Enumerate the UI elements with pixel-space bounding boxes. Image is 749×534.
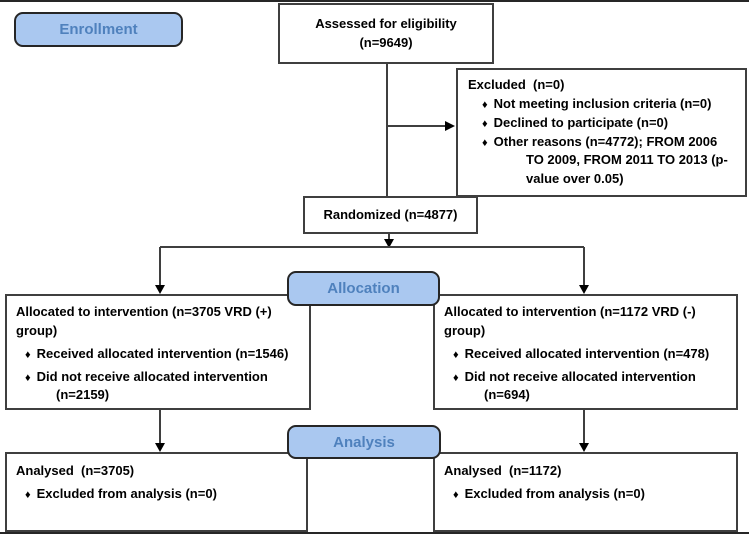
analysis-left-bullet-item: ♦ Excluded from analysis (n=0) — [16, 485, 297, 504]
excluded-bullet-item: ♦ Declined to participate (n=0) — [468, 114, 731, 133]
allocation-left-box: Allocated to intervention (n=3705 VRD (+… — [5, 294, 311, 410]
bullet-diamond-icon: ♦ — [482, 117, 488, 130]
excluded-bullet-item: ♦ Not meeting inclusion criteria (n=0) — [468, 95, 731, 114]
analysis-right-bullet-text: Excluded from analysis (n=0) — [464, 485, 645, 501]
assessed-line2: (n=9649) — [359, 34, 413, 50]
enrollment-stage-label: Enrollment — [59, 21, 138, 38]
bullet-diamond-icon: ♦ — [482, 136, 488, 149]
analysis-stage-label: Analysis — [333, 433, 395, 451]
excluded-bullet-text: Not meeting inclusion criteria (n=0) — [493, 95, 712, 111]
assessed-box: Assessed for eligibility (n=9649) — [278, 3, 494, 64]
analysis-left-bullet-text: Excluded from analysis (n=0) — [36, 485, 217, 501]
allocation-right-bullet-item: ♦ Did not receive allocated intervention … — [444, 368, 727, 406]
bullet-diamond-icon: ♦ — [453, 348, 459, 361]
bullet-diamond-icon: ♦ — [25, 348, 31, 361]
arrowhead-to-split — [384, 239, 394, 248]
arrowhead-to-excluded — [445, 121, 455, 131]
bullet-diamond-icon: ♦ — [25, 371, 31, 384]
analysis-right-bullet-list: ♦ Excluded from analysis (n=0) — [444, 485, 727, 504]
analysis-left-bullet-list: ♦ Excluded from analysis (n=0) — [16, 485, 297, 504]
allocation-right-box: Allocated to intervention (n=1172 VRD (-… — [433, 294, 738, 410]
randomized-label: Randomized (n=4877) — [323, 206, 458, 222]
analysis-right-title: Analysed (n=1172) — [444, 463, 562, 478]
excluded-bullet-text: Declined to participate (n=0) — [493, 114, 669, 130]
allocation-right-bullet-list: ♦ Received allocated intervention (n=478)… — [444, 345, 727, 406]
arrowhead-to-allocation-left — [155, 285, 165, 294]
allocation-left-title: Allocated to intervention (n=3705 VRD (+… — [16, 304, 276, 338]
excluded-bullet-text: Other reasons (n=4772); FROM 2006 TO 200… — [493, 133, 728, 187]
analysis-left-box: Analysed (n=3705) ♦ Excluded from analysi… — [5, 452, 308, 532]
allocation-left-bullet-item: ♦ Did not receive allocated intervention … — [16, 368, 300, 406]
allocation-right-bullet-text: Received allocated intervention (n=478) — [464, 345, 710, 361]
arrowhead-to-analysis-left — [155, 443, 165, 452]
excluded-box: Excluded (n=0) ♦ Not meeting inclusion cr… — [456, 68, 747, 197]
bullet-diamond-icon: ♦ — [453, 371, 459, 384]
allocation-right-bullet-item: ♦ Received allocated intervention (n=478) — [444, 345, 727, 364]
allocation-stage-badge: Allocation — [287, 271, 440, 306]
excluded-title: Excluded (n=0) — [468, 77, 565, 92]
allocation-right-bullet-text: Did not receive allocated intervention (… — [464, 368, 696, 403]
allocation-stage-label: Allocation — [327, 280, 400, 297]
bullet-diamond-icon: ♦ — [482, 98, 488, 111]
allocation-right-title: Allocated to intervention (n=1172 VRD (-… — [444, 304, 700, 338]
bullet-diamond-icon: ♦ — [453, 488, 459, 501]
allocation-left-bullet-item: ♦ Received allocated intervention (n=1546… — [16, 345, 300, 364]
randomized-box: Randomized (n=4877) — [303, 196, 478, 234]
analysis-right-box: Analysed (n=1172) ♦ Excluded from analysi… — [433, 452, 738, 532]
allocation-left-bullet-text: Did not receive allocated intervention (… — [36, 368, 268, 403]
allocation-left-bullet-text: Received allocated intervention (n=1546) — [36, 345, 289, 361]
bullet-diamond-icon: ♦ — [25, 488, 31, 501]
enrollment-stage-badge: Enrollment — [14, 12, 183, 47]
allocation-left-bullet-list: ♦ Received allocated intervention (n=1546… — [16, 345, 300, 406]
excluded-bullet-list: ♦ Not meeting inclusion criteria (n=0) ♦ D… — [468, 95, 731, 189]
analysis-right-bullet-item: ♦ Excluded from analysis (n=0) — [444, 485, 727, 504]
assessed-line1: Assessed for eligibility — [315, 15, 457, 31]
arrowhead-to-analysis-right — [579, 443, 589, 452]
analysis-stage-badge: Analysis — [287, 425, 441, 459]
analysis-left-title: Analysed (n=3705) — [16, 463, 135, 478]
excluded-bullet-item: ♦ Other reasons (n=4772); FROM 2006 TO 20… — [468, 133, 731, 190]
arrowhead-to-allocation-right — [579, 285, 589, 294]
